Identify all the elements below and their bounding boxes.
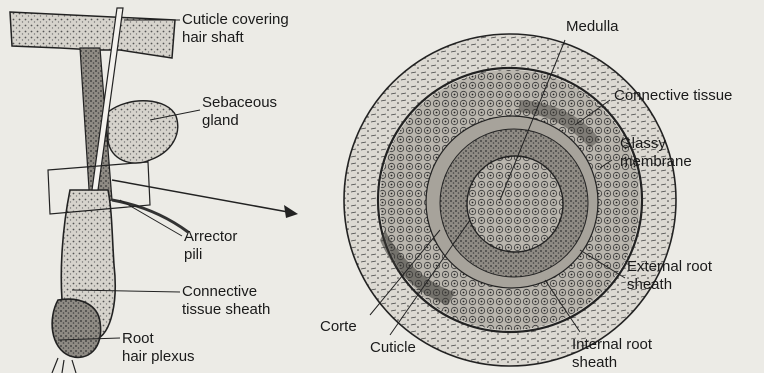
label-arrector-pili: Arrector pili xyxy=(184,228,237,264)
label-external-root-line2: sheath xyxy=(627,276,712,294)
nerve-fibres xyxy=(52,358,76,373)
label-external-root-line1: External root xyxy=(627,258,712,276)
section-arrowhead xyxy=(284,205,298,218)
label-sebaceous-line1: Sebaceous xyxy=(202,94,277,112)
label-external-root-sheath: External root sheath xyxy=(627,258,712,294)
label-connective-tissue: Connective tissue xyxy=(614,87,732,105)
label-cuticle-line2: hair shaft xyxy=(182,29,289,47)
label-connective-sheath-line1: Connective xyxy=(182,283,270,301)
label-medulla: Medulla xyxy=(566,18,619,36)
label-glassy-line2: membrane xyxy=(620,153,692,171)
label-root-hair-plexus: Root hair plexus xyxy=(122,330,195,366)
label-internal-root-line2: sheath xyxy=(572,354,652,372)
label-internal-root-line1: Internal root xyxy=(572,336,652,354)
label-connective-tissue-sheath: Connective tissue sheath xyxy=(182,283,270,319)
label-connective-sheath-line2: tissue sheath xyxy=(182,301,270,319)
label-internal-root-sheath: Internal root sheath xyxy=(572,336,652,372)
label-arrector-line1: Arrector xyxy=(184,228,237,246)
label-corte: Corte xyxy=(320,318,357,336)
sebaceous-gland-shape xyxy=(108,101,178,163)
label-root-plexus-line2: hair plexus xyxy=(122,348,195,366)
label-glassy-membrane: Glassy membrane xyxy=(620,135,692,171)
cross-section-illustration xyxy=(344,34,676,366)
label-cuticle-covering: Cuticle covering hair shaft xyxy=(182,11,289,47)
label-root-plexus-line1: Root xyxy=(122,330,195,348)
hair-bulb xyxy=(52,299,100,357)
leader-arrector xyxy=(120,200,182,236)
label-cuticle-line1: Cuticle covering xyxy=(182,11,289,29)
label-sebaceous-line2: gland xyxy=(202,112,277,130)
label-glassy-line1: Glassy xyxy=(620,135,692,153)
label-cuticle: Cuticle xyxy=(370,339,416,357)
medulla-core xyxy=(467,156,563,252)
label-sebaceous-gland: Sebaceous gland xyxy=(202,94,277,130)
label-arrector-line2: pili xyxy=(184,246,237,264)
